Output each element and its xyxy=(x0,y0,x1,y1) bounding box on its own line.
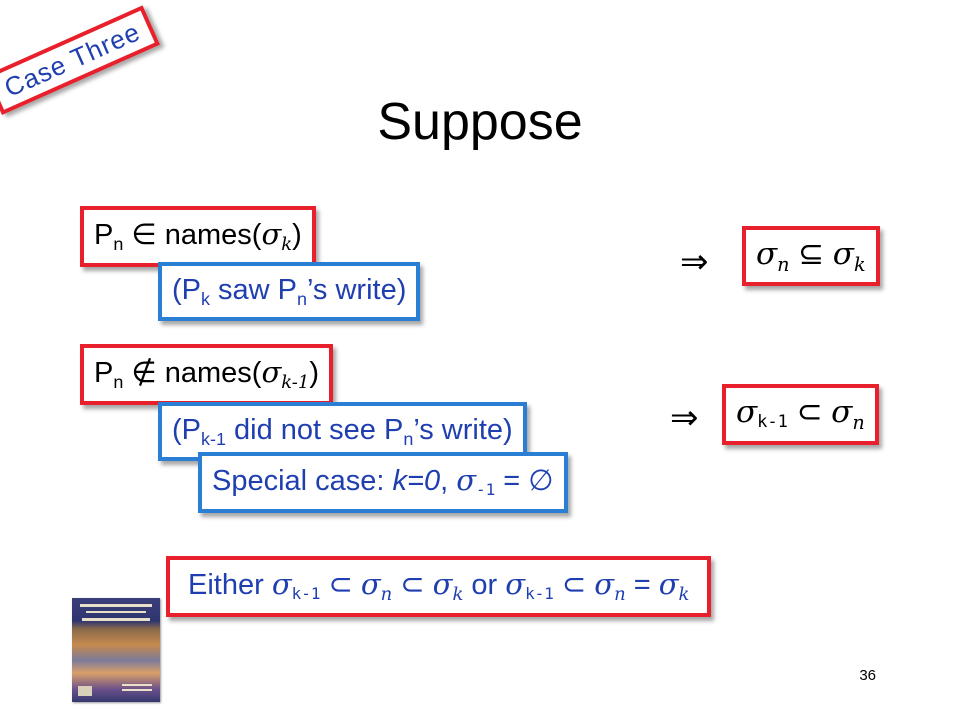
special-case-note: Special case: k=0, σ-1 = ∅ xyxy=(198,452,568,513)
note-saw-write: (Pk saw Pn’s write) xyxy=(158,262,421,321)
note-did-not-see-write: (Pk-1 did not see Pn’s write) xyxy=(158,402,527,461)
implies-arrow-2: ⇒ xyxy=(670,398,699,438)
result-proper-subset: σk-1 ⊂ σn xyxy=(722,384,879,445)
result-subset-eq: σn ⊆ σk xyxy=(742,226,880,286)
either-conclusion: Either σk-1 ⊂ σn ⊂ σk or σk-1 ⊂ σn = σk xyxy=(166,556,712,617)
condition-not-in-names: Pn ∉ names(σk-1) xyxy=(80,344,333,405)
condition-in-names: Pn ∈ names(σk) xyxy=(80,206,316,267)
case-three-label: Case Three xyxy=(0,16,145,103)
implies-arrow-1: ⇒ xyxy=(680,242,709,282)
page-number: 36 xyxy=(859,667,876,684)
slide-title: Suppose xyxy=(377,93,583,151)
book-cover-icon xyxy=(72,598,160,702)
